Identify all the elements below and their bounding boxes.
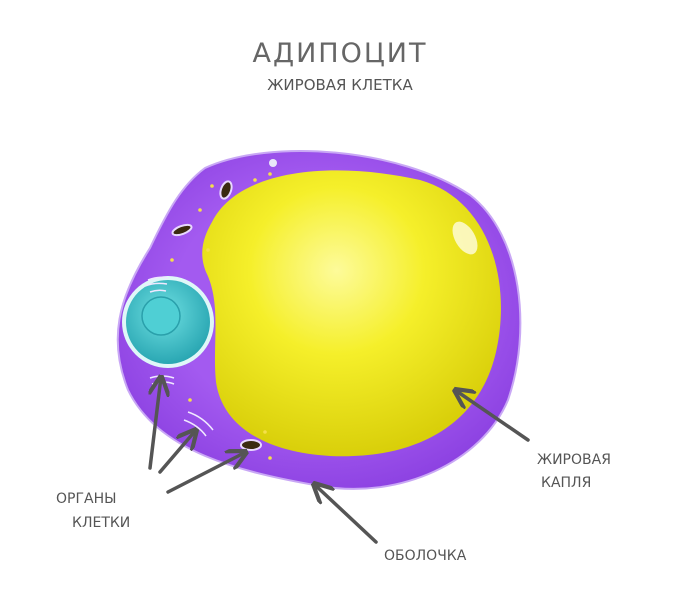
label-organelles-line2: КЛЕТКИ <box>72 515 130 531</box>
label-droplet-line2: КАПЛЯ <box>541 475 591 491</box>
arrow-droplet <box>455 390 530 442</box>
label-membrane: ОБОЛОЧКА <box>384 548 467 564</box>
arrow-organelles-3 <box>166 452 246 494</box>
label-organelles-line1: ОРГАНЫ <box>56 491 116 507</box>
nucleus <box>122 276 214 368</box>
cytoplasm-granules <box>170 172 272 460</box>
cell <box>116 150 522 490</box>
pointer-arrows <box>148 377 530 544</box>
arrow-organelles-2 <box>158 430 196 474</box>
label-droplet-line1: ЖИРОВАЯ <box>537 452 611 468</box>
diagram-subtitle: ЖИРОВАЯ КЛЕТКА <box>267 76 413 94</box>
diagram-title: АДИПОЦИТ <box>253 38 428 69</box>
arrow-membrane <box>314 484 378 544</box>
fat-droplet <box>202 170 501 457</box>
arrow-organelles-1 <box>148 377 161 470</box>
mitochondria <box>171 180 262 451</box>
